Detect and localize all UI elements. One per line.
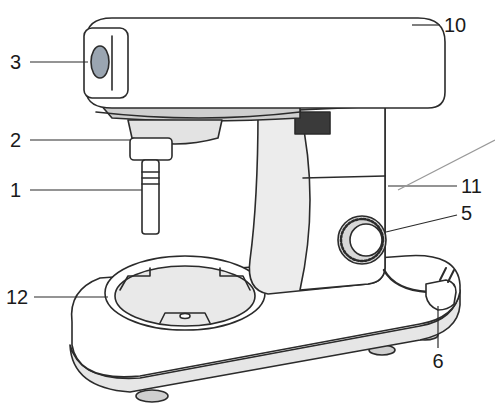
callout-number: 1: [10, 180, 21, 200]
callout-number: 10: [444, 15, 466, 35]
callout-number: 12: [6, 287, 28, 307]
callout-number: 6: [432, 351, 443, 371]
callout-number: 3: [10, 52, 21, 72]
callout-number: 5: [461, 203, 472, 223]
callout-number: 2: [10, 130, 21, 150]
callout-number: 11: [461, 176, 482, 196]
leader-lines: [30, 25, 495, 348]
